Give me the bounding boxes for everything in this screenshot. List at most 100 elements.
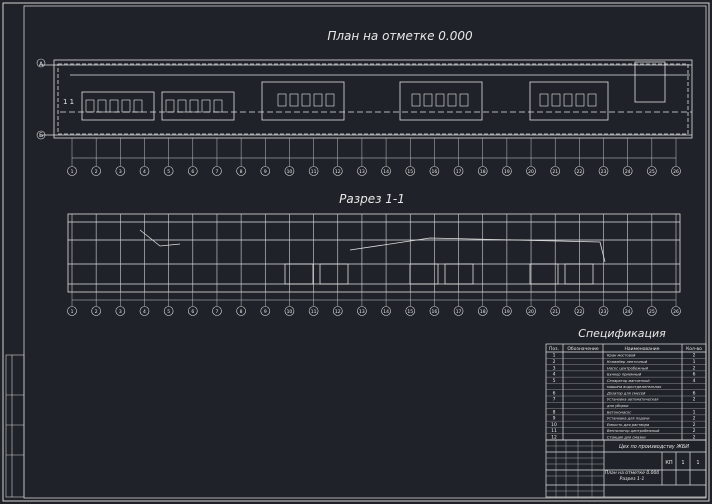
plan-axis-bubble — [284, 166, 295, 176]
plan-equipment-unit — [447, 93, 457, 107]
section-axis-number: 26 — [673, 309, 679, 315]
section-axis-number: 16 — [432, 309, 438, 315]
plan-equipment-unit — [459, 93, 469, 107]
plan-equipment-unit — [277, 93, 287, 107]
spec-row-pos: 1 — [553, 353, 556, 359]
plan-axis-number: 12 — [335, 169, 341, 175]
plan-axis-number: 5 — [167, 169, 170, 175]
plan-axis-number: 18 — [480, 169, 486, 175]
plan-equipment — [36, 58, 597, 140]
section-axis-number: 2 — [95, 309, 98, 315]
plan-equipment-unit — [423, 93, 433, 107]
plan-equipment-unit — [201, 99, 211, 113]
plan-axis-bubble — [332, 166, 343, 176]
spec-row-name: Конвейер ленточный — [607, 360, 648, 364]
section-axis-bubble — [453, 306, 464, 316]
stamp-project: Цех по производству ЖБИ — [619, 444, 689, 450]
section-axis-number: 6 — [191, 309, 194, 315]
section-axis-bubble — [429, 306, 440, 316]
plan-axis-bubble — [188, 166, 198, 176]
section-axis-number: 11 — [311, 309, 317, 315]
plan-axis-number: 17 — [456, 169, 462, 175]
plan-axis-bubble — [405, 166, 416, 176]
plan-equipment-unit — [165, 99, 175, 113]
plan-row-label-b: Б — [39, 132, 43, 139]
plan-axis-bubble — [550, 166, 561, 176]
plan-equipment-unit — [575, 93, 585, 107]
plan-axis-number: 26 — [673, 169, 679, 175]
plan-axis-number: 8 — [240, 169, 243, 175]
section-axis-number: 21 — [552, 309, 558, 315]
plan-axis-bubble — [212, 166, 222, 176]
stamp-sheet-title-1: План на отметке 0.000 — [605, 470, 660, 476]
plan-axis-number: 22 — [576, 169, 582, 175]
plan-equipment-unit — [325, 93, 335, 107]
spec-row-pos: 10 — [551, 422, 557, 428]
spec-row-qty: 2 — [693, 353, 696, 359]
plan-axis-number: 15 — [407, 169, 413, 175]
plan-equipment-unit — [411, 93, 421, 107]
section-view — [67, 213, 681, 293]
left-margin-stamp — [5, 354, 25, 498]
section-axis-number: 12 — [335, 309, 341, 315]
plan-axis-bubble — [453, 166, 464, 176]
plan-axis-bubble — [647, 166, 657, 176]
plan-axis-bubble — [163, 166, 174, 176]
plan-equipment-unit — [213, 99, 223, 113]
section-axis-number: 15 — [407, 309, 413, 315]
spec-row-qty: 6 — [693, 372, 696, 378]
spec-row-pos: 7 — [553, 397, 556, 403]
section-axis-bubble — [67, 306, 77, 316]
section-axis-bubble — [526, 306, 536, 316]
spec-row-name: Бункер приемный — [607, 373, 642, 377]
section-axis-bubble — [332, 306, 343, 316]
plan-axis-bubble — [236, 166, 246, 176]
section-axis-number: 24 — [625, 309, 631, 315]
plan-axis-bubble — [115, 166, 126, 176]
section-axis-number: 9 — [264, 309, 267, 315]
section-axis-number: 7 — [216, 309, 219, 315]
section-axis-number: 25 — [649, 309, 655, 315]
spec-row-qty: 2 — [693, 397, 696, 403]
plan-axis-bubble — [381, 166, 391, 176]
plan-axis-number: 6 — [191, 169, 194, 175]
spec-title: Спецификация — [578, 327, 666, 340]
section-axis-bubble — [284, 306, 295, 316]
plan-equipment-unit — [109, 99, 119, 113]
plan-axis-bubble — [502, 166, 512, 176]
spec-row-qty: 2 — [693, 434, 696, 440]
stamp-stage: КП — [665, 460, 673, 466]
spec-row-pos: 4 — [553, 372, 556, 378]
spec-row-name: Бетононасос — [607, 410, 631, 414]
spec-row-name: Станция для смазки — [607, 435, 646, 439]
plan-axis-bubble — [574, 166, 585, 176]
spec-row-qty: 4 — [693, 378, 696, 384]
spec-row-pos: 8 — [553, 409, 556, 415]
plan-axis-number: 21 — [552, 169, 558, 175]
plan-equipment-unit — [121, 99, 131, 113]
section-axis-number: 13 — [359, 309, 365, 315]
plan-equipment-unit — [563, 93, 573, 107]
section-axis-number: 3 — [119, 309, 122, 315]
spec-row-name: Установка для подачи — [607, 417, 650, 421]
plan-equipment-unit — [177, 99, 187, 113]
spec-row-name: Кран мостовой — [607, 354, 636, 358]
plan-axis-bubble — [526, 166, 536, 176]
plan-equipment-unit — [85, 99, 95, 113]
section-axis-bubble — [381, 306, 391, 316]
plan-axis-number: 1 — [71, 169, 74, 175]
spec-row-pos: 12 — [551, 434, 557, 440]
stamp-sheet-title-2: Разрез 1-1 — [620, 476, 645, 482]
spec-row-name: Емкость для раствора — [607, 423, 649, 427]
plan-equipment-unit — [435, 93, 445, 107]
section-axis-bubble — [260, 306, 271, 316]
plan-axis-number: 3 — [119, 169, 122, 175]
plan-axis-bubble — [260, 166, 271, 176]
stamp-sheet: 1 — [681, 460, 684, 466]
spec-header-qty: Кол-во — [686, 346, 702, 352]
section-axis-bubble — [598, 306, 609, 316]
plan-axis-bubble — [429, 166, 440, 176]
